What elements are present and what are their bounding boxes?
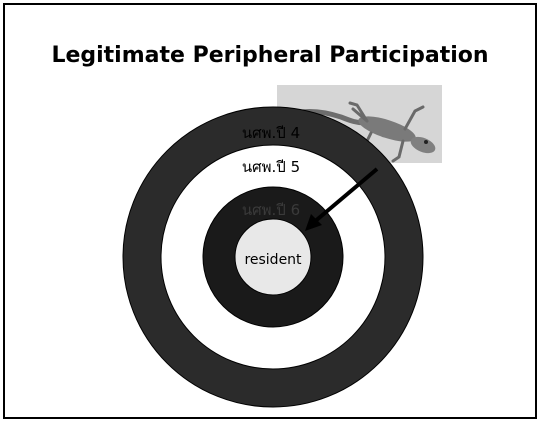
ring-resident xyxy=(234,218,312,296)
label-resident: resident xyxy=(244,252,302,268)
concentric-diagram: นศพ.ปี 4 นศพ.ปี 5 นศพ.ปี 6 resident xyxy=(122,85,442,408)
label-year6: นศพ.ปี 6 xyxy=(242,201,300,219)
arrow xyxy=(305,167,379,231)
slide: Legitimate Peripheral Participation นศพ.… xyxy=(3,3,537,419)
label-year5: นศพ.ปี 5 xyxy=(242,158,300,176)
slide-title: Legitimate Peripheral Participation xyxy=(51,43,489,68)
label-year4: นศพ.ปี 4 xyxy=(242,124,300,142)
